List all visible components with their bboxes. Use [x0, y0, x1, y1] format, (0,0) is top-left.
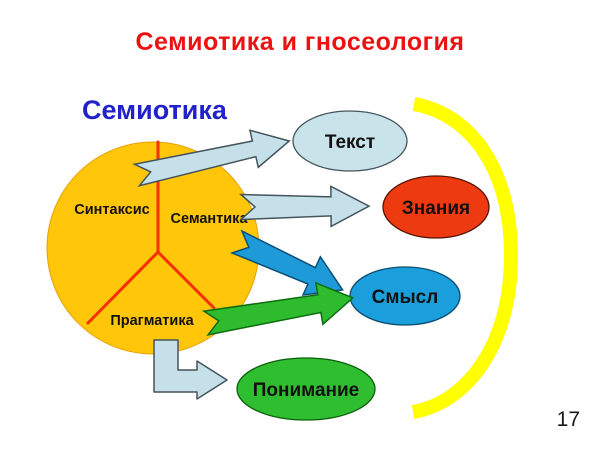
slide-title: Семиотика и гносеология [135, 28, 465, 56]
arrow-to-knowledge-icon [238, 185, 371, 228]
arrow-to-meaning-blue-icon [229, 229, 344, 296]
node-understanding-ellipse [236, 357, 376, 421]
divider-left [86, 250, 160, 325]
divider-right [156, 250, 216, 310]
node-text-ellipse [292, 110, 408, 172]
node-text-label: Текст [325, 132, 375, 153]
semiotics-label: Семиотика [82, 95, 227, 125]
node-meaning: Смысл [349, 266, 461, 326]
section-label-semantics: Семантика [170, 211, 248, 227]
node-text: Текст [292, 110, 408, 172]
node-understanding-label: Понимание [253, 380, 360, 401]
node-knowledge: Знания [382, 175, 490, 239]
arrow-to-understanding-elbow-icon [153, 339, 228, 400]
arrow-to-meaning-green-icon [201, 281, 355, 336]
node-knowledge-ellipse [382, 175, 490, 239]
node-understanding: Понимание [236, 357, 376, 421]
arrow-to-text-icon [132, 129, 291, 188]
section-label-pragmatics: Прагматика [110, 313, 194, 329]
right-brace [411, 97, 519, 419]
node-knowledge-label: Знания [402, 198, 470, 219]
section-label-syntax: Синтаксис [74, 202, 149, 218]
page-number: 17 [556, 408, 580, 431]
node-meaning-label: Смысл [372, 287, 439, 308]
